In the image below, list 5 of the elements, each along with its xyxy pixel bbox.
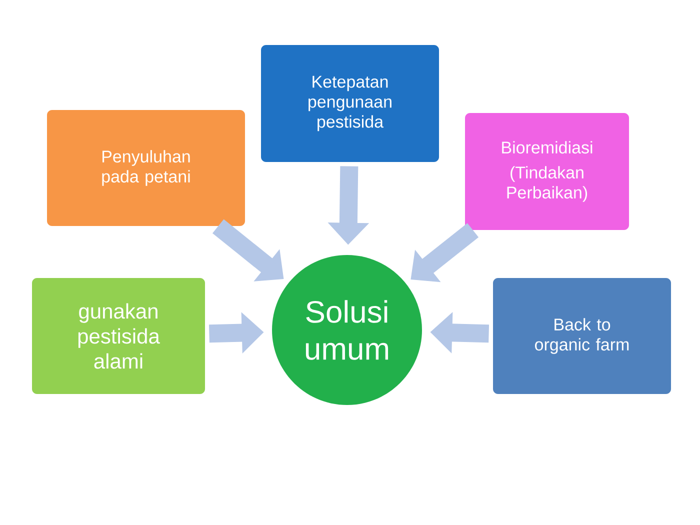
process-box: Penyuluhan pada petani xyxy=(47,110,245,226)
process-box: Bioremidiasi (Tindakan Perbaikan) xyxy=(465,113,629,230)
process-box: Ketepatan pengunaan pestisida xyxy=(261,45,439,162)
process-box: gunakan pestisida alami xyxy=(32,278,205,394)
process-box: Back to organic farm xyxy=(493,278,671,394)
